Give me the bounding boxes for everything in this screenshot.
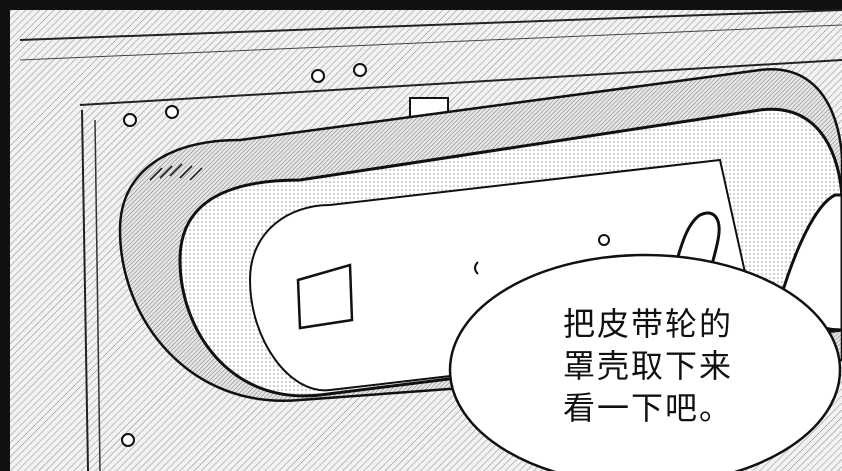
screw-holes (121, 63, 367, 447)
cover-screw (474, 261, 479, 275)
speech-line: 看一下吧。 (562, 389, 733, 427)
cover-screw (598, 234, 610, 246)
speech-line: 罩壳取下来 (562, 347, 733, 385)
speech-bubble (448, 253, 842, 471)
machine-top-edge (79, 59, 842, 106)
speech-line: 把皮带轮的 (562, 305, 733, 343)
label-plate (296, 263, 354, 330)
machine-left-edge (81, 109, 89, 471)
speech-bubble-text: 把皮带轮的 罩壳取下来 看一下吧。 (548, 303, 748, 429)
rim-hatch-marks (149, 163, 203, 181)
